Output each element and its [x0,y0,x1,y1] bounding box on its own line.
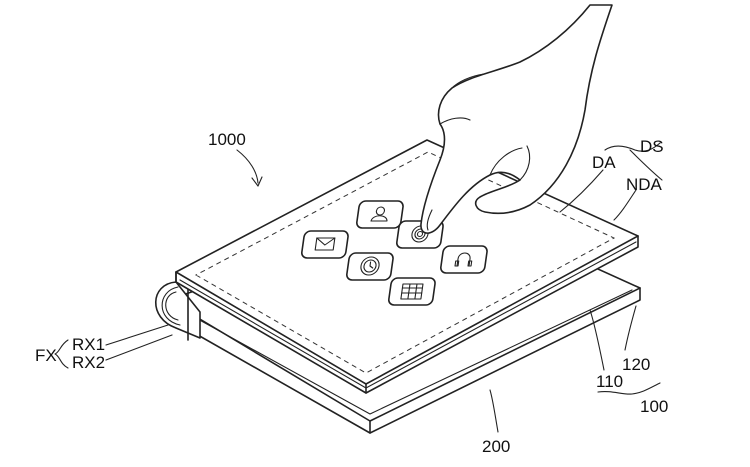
rx2-leader [105,334,173,361]
label-100: 100 [640,397,668,416]
envelope-icon [301,230,349,259]
nda-leader [613,189,637,221]
label-fx: FX [35,346,57,365]
ds-brace [604,142,661,152]
display-area-boundary [194,151,616,374]
person-icon [356,200,404,229]
rx1-leader [105,324,169,346]
leader-200 [489,389,499,433]
da-leader [559,169,604,213]
label-200: 200 [482,437,510,456]
label-device: 1000 [208,130,246,149]
label-120: 120 [622,355,650,374]
headphones-icon [440,245,488,274]
reference-labels: 1000 DS DA NDA FX RX1 RX2 110 120 100 20… [35,130,668,456]
fx-brace [54,339,69,369]
hand-illustration [420,4,613,234]
label-110: 110 [596,372,623,391]
clock-icon [346,252,394,281]
leader-110 [589,309,605,371]
label-nda: NDA [626,175,663,194]
leader-lines [54,142,663,433]
label-da: DA [592,153,616,172]
label-rx1: RX1 [72,335,105,354]
device-arrow [236,149,259,184]
label-ds: DS [640,137,664,156]
calendar-icon [388,277,436,306]
brace-100 [597,382,661,395]
label-rx2: RX2 [72,353,105,372]
leader-120 [624,305,637,351]
